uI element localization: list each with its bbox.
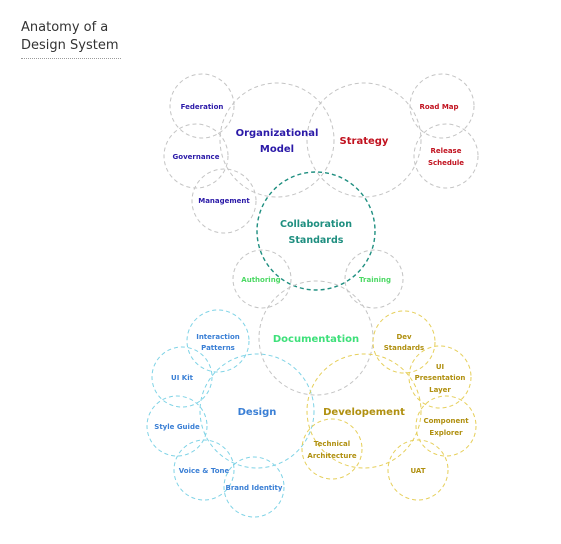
federation-circle xyxy=(169,73,235,139)
style-guide-label: Style Guide xyxy=(154,423,200,431)
documentation-label: Documentation xyxy=(273,334,359,345)
uat-circle xyxy=(387,439,449,501)
interaction-patterns-circle xyxy=(186,309,250,373)
org-model-label-2: Model xyxy=(260,144,294,155)
interaction-label-2: Patterns xyxy=(201,344,235,352)
title-underline xyxy=(21,58,121,59)
design-circle xyxy=(199,353,315,469)
release-label-1: Release xyxy=(431,147,462,155)
strategy-circle xyxy=(306,82,422,198)
brand-identity-circle xyxy=(223,456,285,518)
authoring-circle xyxy=(232,249,292,309)
release-schedule-circle xyxy=(413,123,479,189)
org-model-circle xyxy=(219,82,335,198)
dev-standards-label-2: Standards xyxy=(384,344,424,352)
design-label: Design xyxy=(238,407,277,418)
org-model-label-1: Organizational xyxy=(236,128,319,139)
governance-label: Governance xyxy=(173,153,220,161)
federation-label: Federation xyxy=(181,103,224,111)
collaboration-label-2: Standards xyxy=(289,235,344,246)
style-guide-circle xyxy=(146,395,208,457)
authoring-label: Authoring xyxy=(241,276,280,284)
brand-identity-label: Brand Identity xyxy=(226,484,283,492)
tech-arch-label-2: Architecture xyxy=(307,452,356,460)
release-label-2: Schedule xyxy=(428,159,464,167)
component-explorer-label-2: Explorer xyxy=(429,429,463,437)
tech-arch-circle xyxy=(301,418,363,480)
page-title: Anatomy of a Design System xyxy=(21,19,181,55)
ui-presentation-label-2: Presentation xyxy=(415,374,466,382)
training-circle xyxy=(344,249,404,309)
ui-presentation-circle xyxy=(408,345,472,409)
dev-standards-label-1: Dev xyxy=(396,333,412,341)
dev-standards-circle xyxy=(372,310,436,374)
development-circle xyxy=(306,353,422,469)
development-label: Developement xyxy=(323,407,405,418)
interaction-label-1: Interaction xyxy=(196,333,240,341)
road-map-label: Road Map xyxy=(419,103,458,111)
voice-tone-label: Voice & Tone xyxy=(179,467,230,475)
ui-kit-label: UI Kit xyxy=(171,374,194,382)
management-label: Management xyxy=(198,197,250,205)
component-explorer-circle xyxy=(415,395,477,457)
road-map-circle xyxy=(409,73,475,139)
ui-kit-circle xyxy=(151,346,213,408)
training-label: Training xyxy=(359,276,391,284)
ui-presentation-label-1: UI xyxy=(436,363,444,371)
management-circle xyxy=(191,168,257,234)
strategy-label: Strategy xyxy=(340,136,389,147)
ui-presentation-label-3: Layer xyxy=(429,386,451,394)
voice-tone-circle xyxy=(173,439,235,501)
tech-arch-label-1: Technical xyxy=(314,440,350,448)
component-explorer-label-1: Component xyxy=(423,417,469,425)
uat-label: UAT xyxy=(410,467,425,475)
collaboration-label-1: Collaboration xyxy=(280,219,352,230)
governance-circle xyxy=(163,123,229,189)
title-line-1: Anatomy of a xyxy=(21,20,109,35)
collaboration-circle xyxy=(256,171,376,291)
title-line-2: Design System xyxy=(21,38,119,53)
